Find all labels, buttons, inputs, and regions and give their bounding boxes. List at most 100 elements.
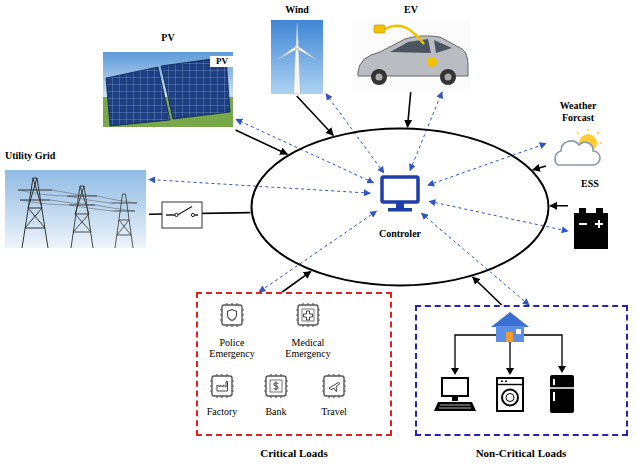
chip-icon [228, 310, 237, 321]
load-icon: Factory [198, 374, 246, 422]
node-label: Factory [198, 406, 246, 417]
ev-picture [445, 74, 452, 81]
node-label: PV [210, 56, 234, 67]
house-icon [516, 329, 521, 334]
monitor-icon [388, 208, 412, 212]
switch-symbol [191, 213, 194, 216]
chip-icon [329, 383, 340, 392]
weather-source: Weather Forcast [546, 98, 610, 170]
grid-source: Utility Grid [3, 148, 149, 250]
wind-picture [294, 48, 301, 94]
power-link [533, 166, 546, 170]
node-label: Utility Grid [5, 150, 77, 162]
monitor-icon [382, 177, 418, 212]
load-icon: Travel [310, 374, 358, 422]
chip-icon [274, 382, 279, 391]
node-label: PV [145, 32, 191, 44]
chip-icon [322, 374, 346, 398]
chip-icon [270, 380, 282, 392]
grid-picture [18, 178, 52, 248]
ev-picture [434, 40, 452, 53]
chip-icon [220, 303, 244, 327]
wind-picture [295, 45, 299, 49]
control-link [421, 213, 529, 305]
pv-picture [103, 52, 233, 127]
fridge-icon [550, 375, 574, 413]
ev-picture [390, 39, 431, 53]
control-link [428, 144, 546, 186]
power-link [297, 96, 334, 135]
house-icon [491, 312, 529, 327]
ev-picture [352, 20, 470, 89]
ev-picture [427, 57, 437, 67]
ev-picture [371, 69, 387, 85]
chip-icon [264, 374, 288, 398]
ev-picture [376, 74, 383, 81]
node-label: EV [386, 4, 436, 16]
grid-picture [5, 170, 146, 248]
node-label: Non-Critical Loads [456, 447, 586, 460]
ellipse-outline [252, 129, 549, 286]
washer-icon [497, 378, 523, 411]
wind-picture [271, 20, 323, 94]
chip-icon [212, 376, 232, 396]
wiring [558, 366, 566, 373]
wind-picture [271, 20, 323, 94]
power-link [550, 205, 568, 207]
chip-icon [322, 374, 346, 398]
house-icon [506, 332, 513, 342]
monitor-icon [382, 177, 418, 202]
computer-icon [452, 396, 458, 401]
chip-icon [217, 382, 228, 392]
node-label: Weather Forcast [546, 100, 610, 124]
washer-icon [497, 378, 523, 411]
switch-symbol [162, 202, 202, 228]
chip-icon [210, 374, 234, 398]
node-label: Wind [272, 4, 322, 16]
washer-icon [505, 380, 507, 382]
weather-icon [555, 129, 602, 165]
wiring [506, 368, 514, 375]
wind-source: Wind [268, 2, 326, 96]
node-label: Police Emergency [200, 337, 264, 359]
fridge-icon [553, 379, 555, 385]
load-icon: Bank [254, 374, 298, 422]
ev-picture [374, 25, 385, 33]
house-icon [491, 312, 529, 342]
chip-icon [264, 374, 288, 398]
weather-icon [555, 141, 600, 165]
chip-icon [220, 303, 244, 327]
critical-group: Critical LoadsPolice EmergencyMedical Em… [196, 292, 392, 436]
node-label: Bank [254, 406, 298, 417]
washer-icon [501, 380, 503, 382]
grid-picture [111, 194, 137, 248]
node-label: ESS [568, 178, 612, 190]
computer-icon [439, 405, 471, 408]
switch-symbol [175, 213, 178, 216]
wiring [451, 335, 566, 375]
storage-source: ESS [568, 176, 612, 254]
power-link [408, 92, 411, 127]
battery-icon [574, 208, 608, 249]
chip-icon [302, 309, 314, 321]
load-icon: Medical Emergency [276, 303, 340, 363]
power-link [282, 271, 311, 292]
washer-icon [497, 384, 523, 385]
node-label: Medical Emergency [276, 337, 340, 359]
chip-icon [296, 303, 320, 327]
washer-icon [506, 394, 514, 402]
washer-icon [502, 390, 518, 406]
chip-icon [210, 374, 234, 398]
node-label: Critical Loads [234, 447, 354, 460]
ev-picture [440, 69, 456, 85]
pv-picture [106, 67, 170, 126]
node-label: Controler [360, 228, 440, 240]
chip-icon [296, 303, 320, 327]
fridge-icon [550, 375, 574, 413]
chip-icon [324, 376, 344, 396]
noncritical-group: Non-Critical Loads [415, 305, 628, 436]
ev-picture [352, 20, 470, 89]
